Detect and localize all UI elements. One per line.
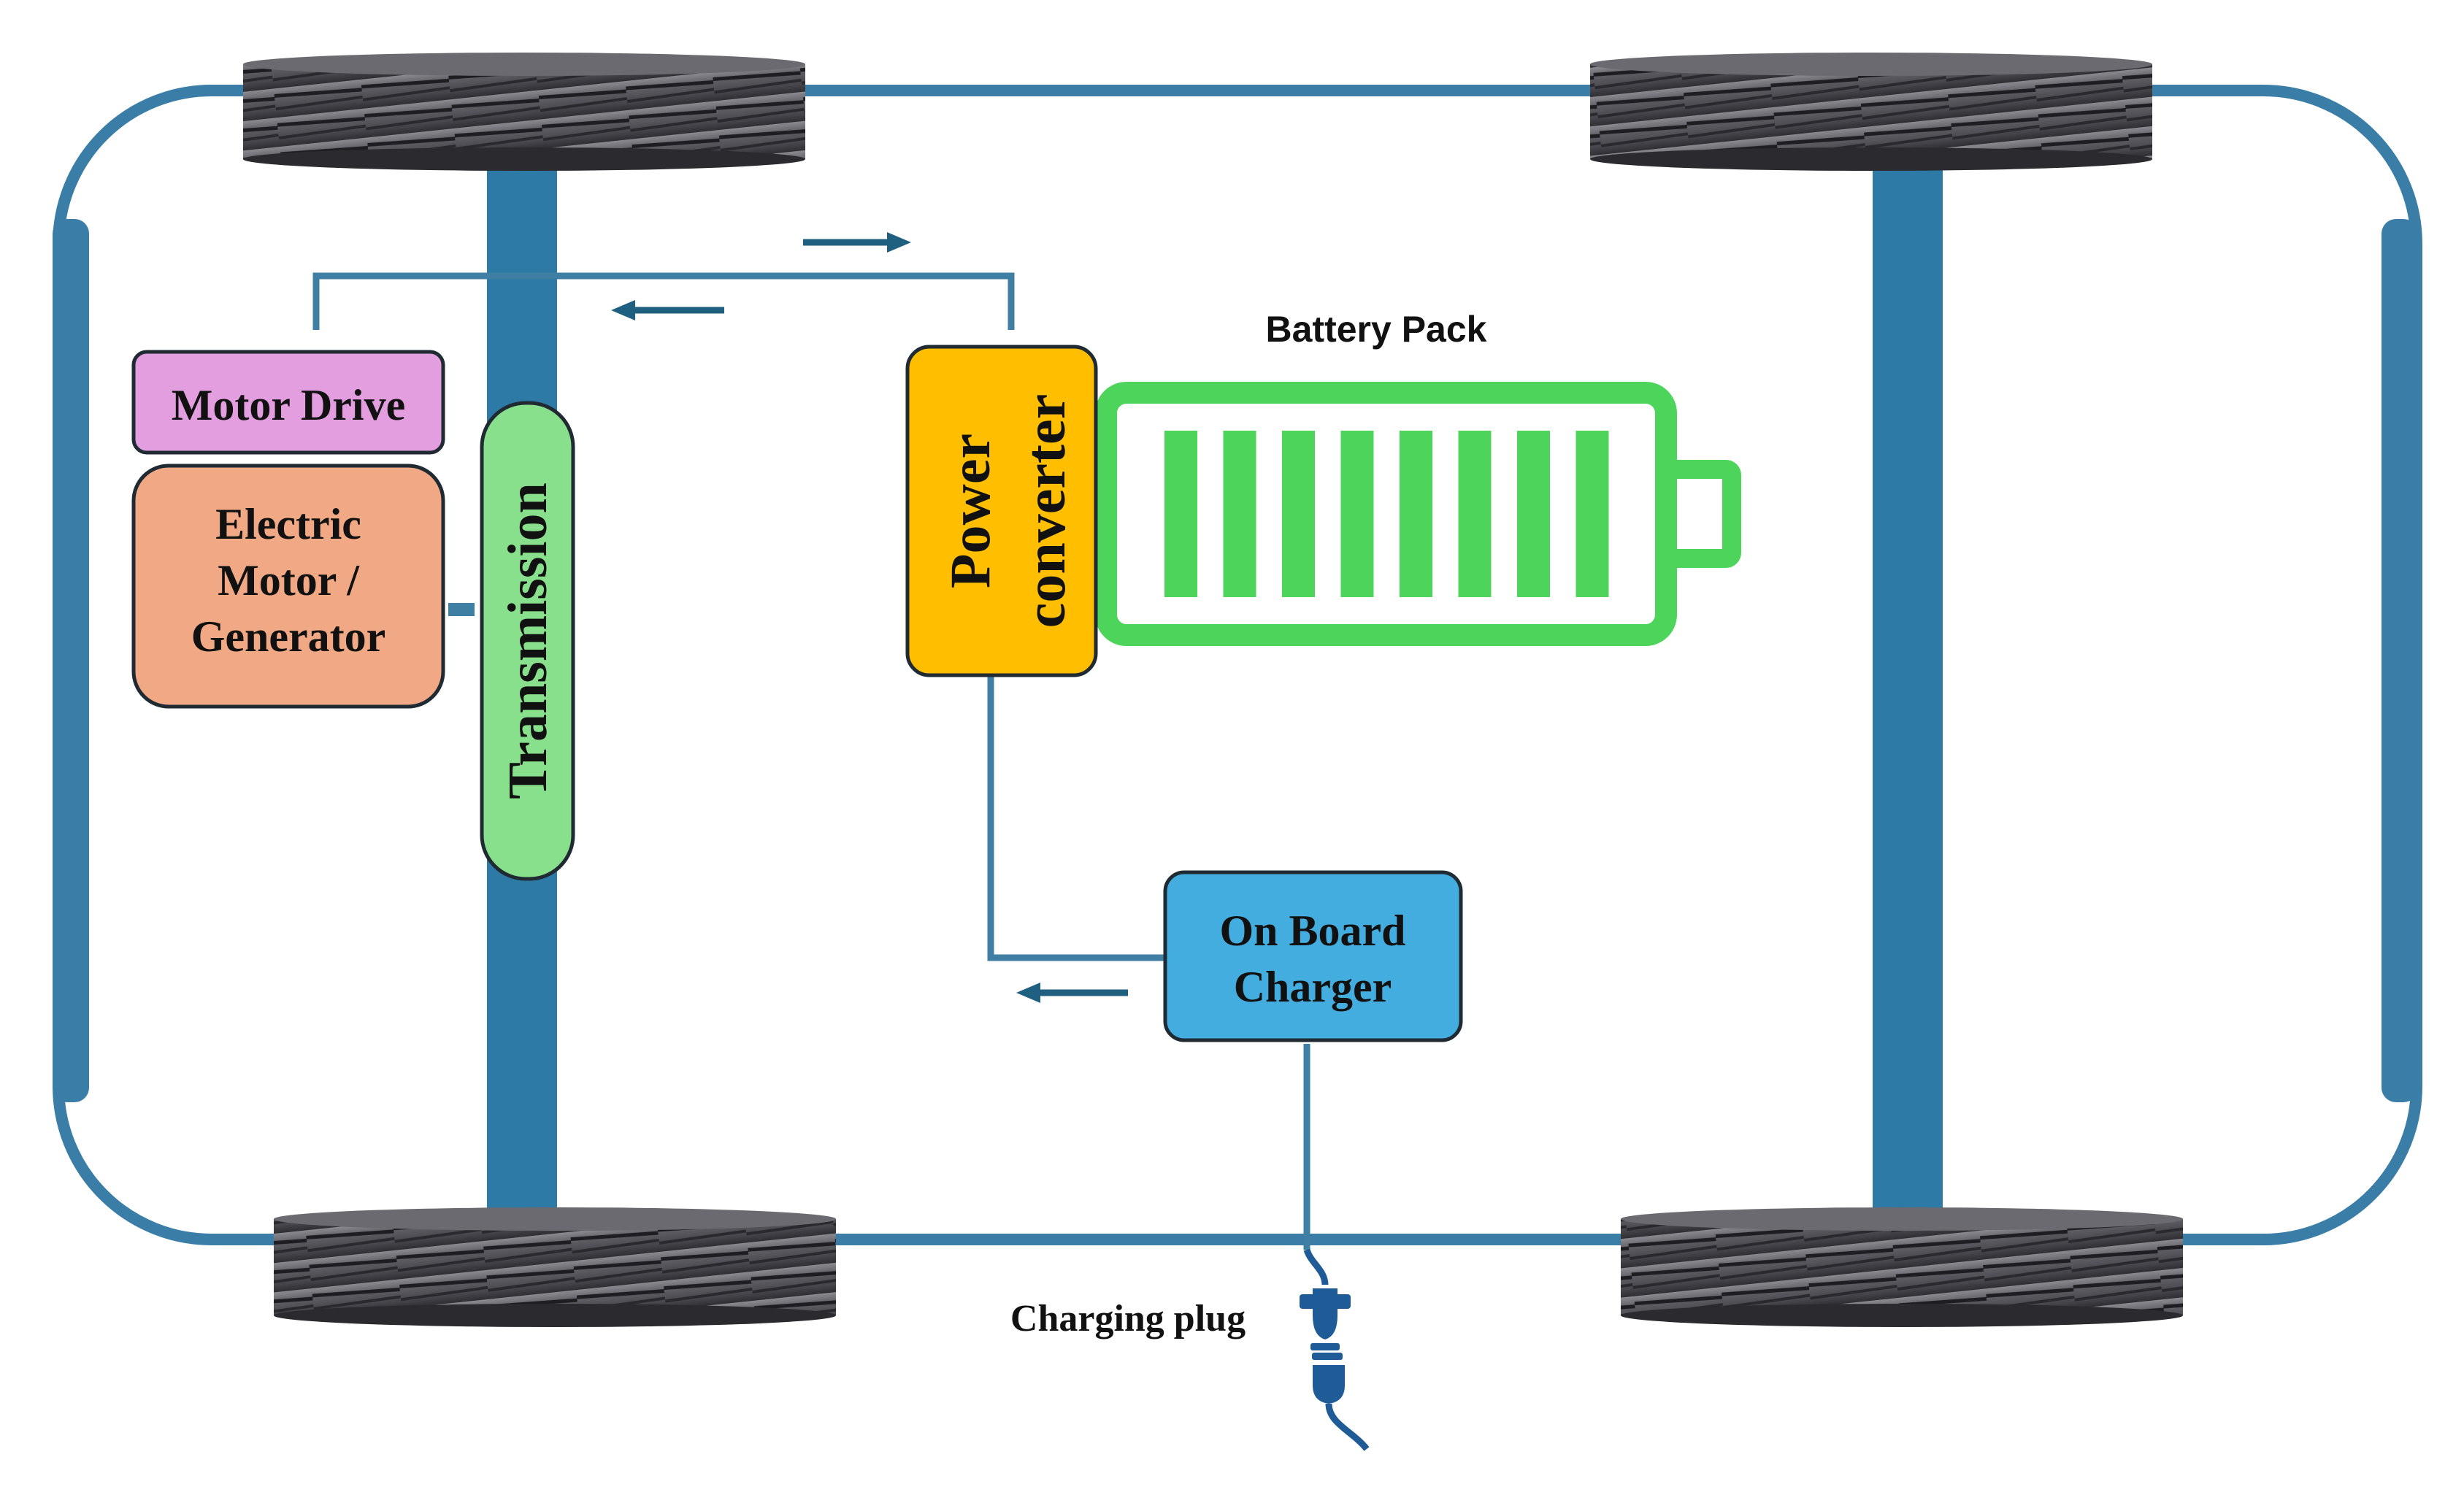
plug-icon — [1300, 1248, 1370, 1451]
arrow-left-icon — [1016, 983, 1128, 1003]
battery-icon — [1095, 382, 1741, 646]
motor-shaft — [448, 603, 475, 616]
electric-motor-box — [131, 464, 445, 709]
wheel-front-top — [243, 53, 805, 171]
electric-motor-label-line2: Motor / — [218, 556, 360, 604]
power-converter-label-line2: converter — [1013, 394, 1077, 628]
battery-pack-label: Battery Pack — [1266, 309, 1487, 350]
motor-drive-box — [131, 350, 445, 455]
battery-cell — [1282, 431, 1315, 597]
power-converter-box — [905, 345, 1098, 677]
transmission-label: Transmission — [497, 483, 559, 799]
on-board-charger-label-line2: Charger — [1234, 963, 1392, 1011]
battery-cell — [1458, 431, 1492, 597]
wheel-rear-bottom — [1621, 1207, 2183, 1327]
battery-cell — [1340, 431, 1374, 597]
chassis-left-bar — [53, 219, 89, 1102]
motor-drive-label: Motor Drive — [172, 381, 405, 429]
battery-cell — [1575, 431, 1609, 597]
wire-converter-to-charger — [987, 675, 1165, 961]
battery-cell — [1164, 431, 1197, 597]
wheel-front-bottom — [274, 1207, 836, 1327]
power-converter-label-line1: Power — [938, 434, 1002, 588]
battery-cell — [1400, 431, 1432, 597]
arrow-right-icon — [803, 232, 911, 253]
wheel-rear-top — [1590, 53, 2152, 171]
electric-motor-label-line1: Electric — [215, 500, 361, 548]
electric-motor-label-line3: Generator — [191, 612, 386, 661]
battery-cell — [1223, 431, 1256, 597]
wire-drive-to-converter — [312, 272, 1015, 330]
on-board-charger-label-line1: On Board — [1219, 907, 1405, 955]
transmission-box — [480, 401, 575, 881]
charging-plug-label: Charging plug — [1010, 1298, 1246, 1339]
chassis-right-bar — [2382, 219, 2418, 1102]
arrow-left-icon — [611, 300, 724, 320]
on-board-charger-box — [1163, 870, 1463, 1042]
battery-cell — [1517, 431, 1550, 597]
rear-axle — [1873, 146, 1943, 1212]
